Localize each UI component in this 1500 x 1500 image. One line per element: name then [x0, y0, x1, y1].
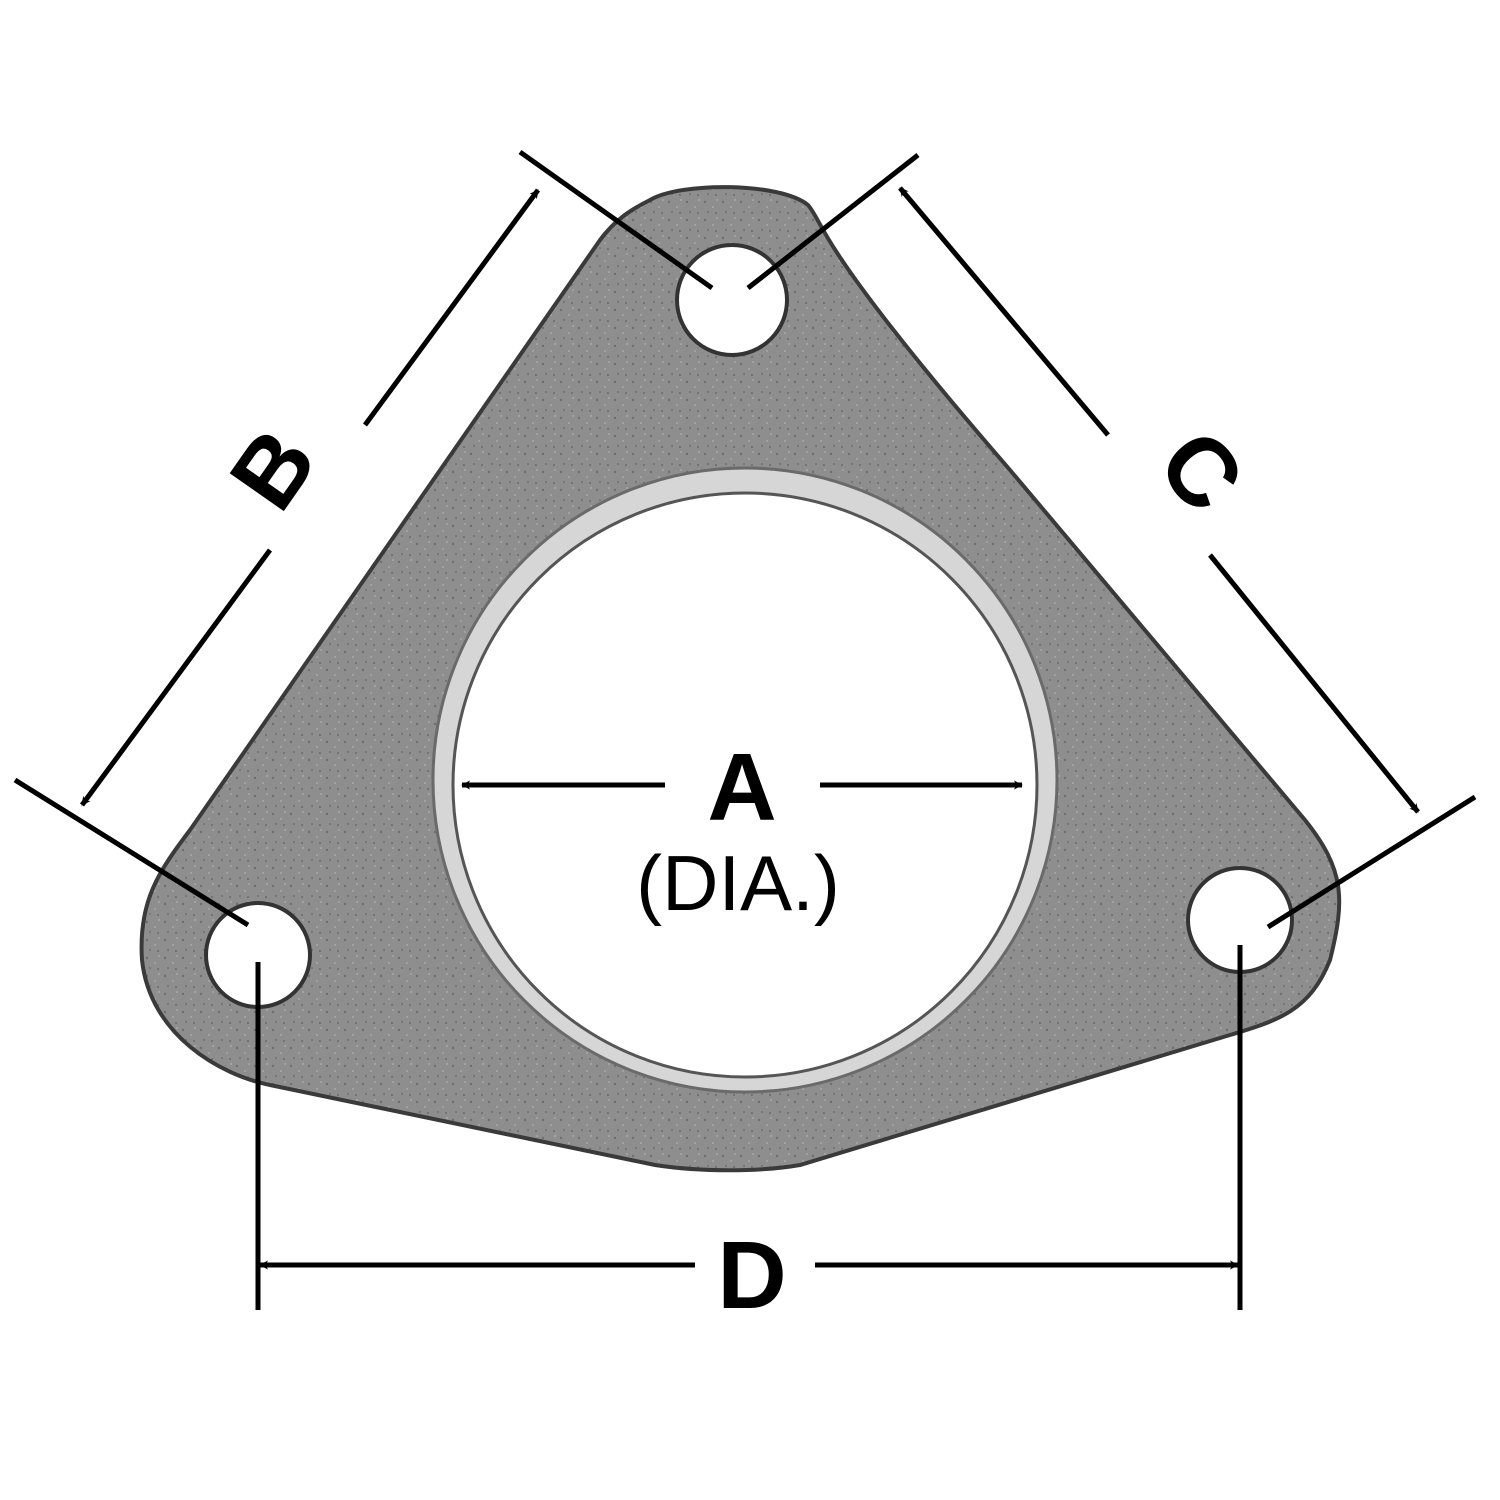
label-d: D [717, 1222, 786, 1329]
top-bolt-hole [675, 243, 789, 357]
dimension-c-upper-arrow [898, 186, 1110, 437]
label-a: A [707, 734, 776, 841]
dimension-b-upper-arrow [362, 188, 541, 427]
gasket [139, 185, 1342, 1173]
extension-line-left [13, 777, 250, 928]
label-c: C [1138, 410, 1265, 532]
extension-line-right [1266, 794, 1477, 930]
extension-line-top-left [518, 149, 714, 291]
dimension-lines [13, 149, 1477, 1310]
center-bore [451, 491, 1039, 1079]
extension-line-top-right [746, 153, 920, 290]
dimension-c-lower-arrow [1208, 553, 1420, 814]
label-a-sub: (DIA.) [636, 839, 840, 927]
label-b: B [210, 410, 337, 528]
dimension-b-lower-arrow [79, 548, 273, 807]
